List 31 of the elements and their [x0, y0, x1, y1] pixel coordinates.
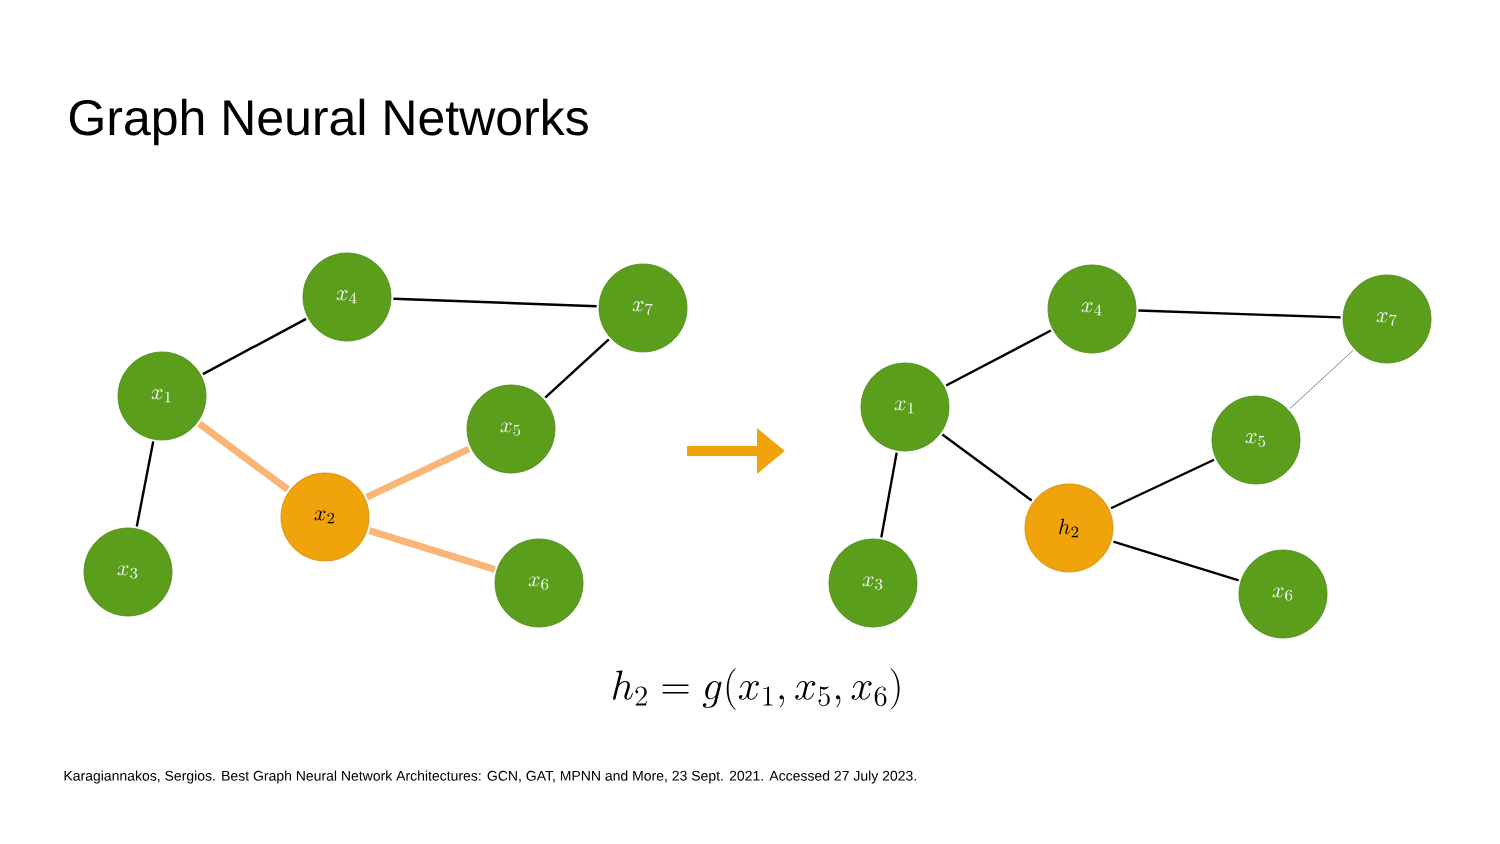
graph-node: $x_1$ [860, 362, 950, 452]
graph-node: $x_2$ [280, 472, 370, 562]
graph-node: $x_4$ [1047, 264, 1137, 354]
graph-edge [393, 297, 597, 308]
graph-node: $x_5$ [1211, 395, 1301, 485]
graph-node: $x_6$ [1238, 549, 1328, 639]
graph-edge [1289, 350, 1354, 409]
graph-edge [202, 317, 307, 376]
graph-node: $x_6$ [494, 538, 584, 628]
citation: Karagiannakos, Sergios. Best Graph Neural Network Architectures: GCN, GAT, MPNN and More, 23 Sept. 2021. Accessed 27 July 2023. [64, 770, 916, 784]
graph-edge [544, 338, 610, 399]
graph-edge [1138, 309, 1341, 319]
graph-edge [135, 441, 155, 527]
graph-node: $x_7$ [598, 263, 688, 353]
graph-edge [197, 420, 290, 493]
graph-edge [941, 433, 1033, 502]
graph-node: $x_4$ [302, 252, 392, 342]
graph-edge [1113, 540, 1240, 582]
graph-edge [945, 329, 1052, 387]
graph-node: $x_1$ [117, 351, 207, 441]
graph-node: $x_3$ [828, 538, 918, 628]
graph-node: $x_3$ [83, 527, 173, 617]
graph-node: $h_2$ [1024, 483, 1114, 573]
graph-edge [365, 445, 471, 501]
graph-edge [1110, 458, 1215, 510]
graph-edge [368, 527, 496, 573]
equation: $h_2 = g(x_1, x_5, x_6)$ [613, 668, 900, 710]
graph-node: $x_5$ [466, 384, 556, 474]
graph-edge [880, 452, 898, 538]
slide-title: Graph Neural Networks [69, 98, 588, 146]
graph-node: $x_7$ [1342, 274, 1432, 364]
